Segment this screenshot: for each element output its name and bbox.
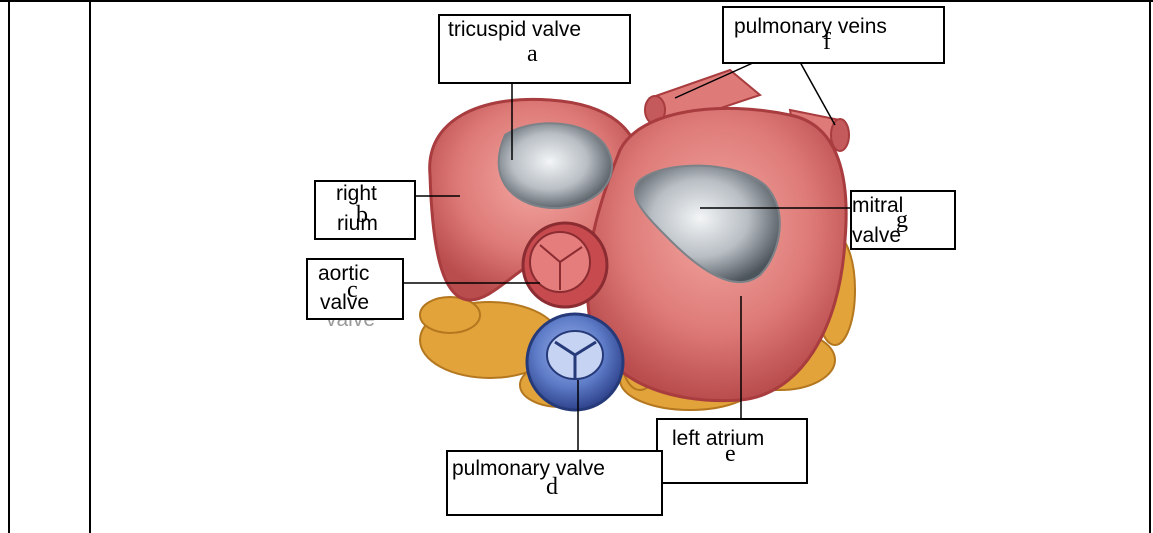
tricuspid-valve-shape xyxy=(499,123,612,208)
label-right-atrium-line1: right xyxy=(336,183,377,204)
label-letter-b: b xyxy=(356,203,368,227)
label-letter-c: c xyxy=(347,278,358,302)
label-letter-g: g xyxy=(896,208,908,232)
label-letter-e: e xyxy=(725,442,736,466)
label-tricuspid-valve: tricuspid valve xyxy=(448,19,581,40)
label-letter-a: a xyxy=(527,42,538,66)
label-aortic-valve-line2: valve xyxy=(320,292,369,313)
pulmonary-valve-shape xyxy=(527,314,623,410)
label-mitral-valve-line2: valve xyxy=(852,225,901,246)
label-pulmonary-valve: pulmonary valve xyxy=(452,458,605,479)
label-letter-f: f xyxy=(823,30,831,54)
label-pulmonary-veins: pulmonary veins xyxy=(734,16,887,37)
label-aortic-valve-line1: aortic xyxy=(318,263,369,284)
aortic-valve-shape xyxy=(523,223,607,307)
label-left-atrium: left atrium xyxy=(672,428,764,449)
label-letter-d: d xyxy=(546,475,558,499)
